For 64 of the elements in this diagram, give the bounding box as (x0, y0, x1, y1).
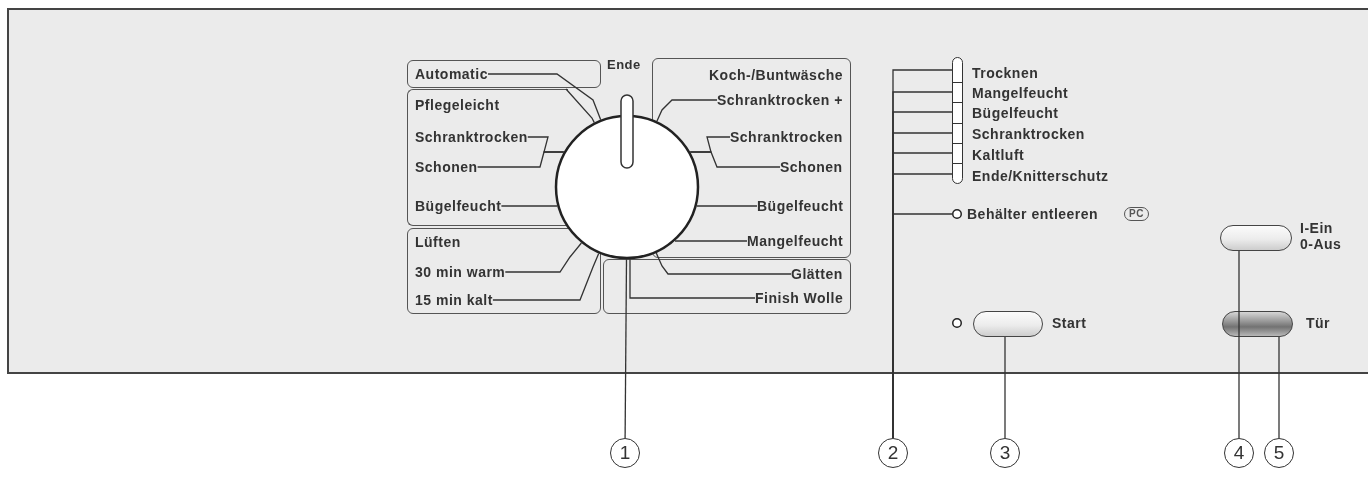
indicator-label: Schranktrocken (972, 126, 1085, 142)
callout-number: 4 (1224, 438, 1254, 468)
program-label: Mangelfeucht (747, 233, 844, 249)
indicator-light (952, 102, 963, 125)
indicator-label: Mangelfeucht (972, 85, 1069, 101)
program-label: Schranktrocken (415, 129, 528, 145)
indicator-label: Kaltluft (972, 147, 1025, 163)
program-group-box (652, 58, 851, 258)
indicator-light (952, 82, 963, 104)
indicator-light (952, 163, 963, 184)
button-label: I-Ein (1300, 220, 1333, 236)
leader-line (624, 258, 628, 439)
program-label: Schonen (415, 159, 478, 175)
program-label: Schonen (780, 159, 843, 175)
leader-line (656, 99, 718, 122)
leader-line (500, 205, 558, 207)
callout-number: 5 (1264, 438, 1294, 468)
door-button (1222, 311, 1293, 337)
button-label: 0-Aus (1300, 236, 1342, 252)
program-group-box (603, 259, 851, 314)
leader-line (674, 240, 748, 242)
indicator-label: Bügelfeucht (972, 105, 1059, 121)
program-label: Lüften (415, 234, 461, 250)
indicator-label: Behälter entleeren (967, 206, 1099, 222)
program-group-box (407, 60, 601, 88)
leader-line (655, 252, 792, 275)
start-button (973, 311, 1043, 337)
control-panel (7, 8, 1368, 374)
leader-line (504, 242, 583, 273)
program-label: Bügelfeucht (415, 198, 502, 214)
program-selector-dial (553, 93, 701, 261)
dial-position-label: Ende (607, 57, 641, 73)
leader-line (1238, 250, 1240, 439)
button-label: Tür (1306, 315, 1331, 331)
callout-number: 1 (610, 438, 640, 468)
program-label: Pflegeleicht (415, 97, 500, 113)
callout-number: 2 (878, 438, 908, 468)
indicator-light (952, 123, 963, 145)
button-label: Start (1052, 315, 1087, 331)
indicator-label: Trocknen (972, 65, 1039, 81)
leader-line (1278, 336, 1280, 439)
leader-line (565, 88, 595, 124)
program-label: Glätten (791, 266, 843, 282)
callout-number: 3 (990, 438, 1020, 468)
program-label: Schranktrocken + (717, 92, 843, 108)
program-label: Bügelfeucht (757, 198, 844, 214)
program-label: Koch-/Buntwäsche (709, 67, 843, 83)
leader-line (492, 252, 600, 301)
program-label: 15 min kalt (415, 292, 493, 308)
program-label: Schranktrocken (730, 129, 843, 145)
leader-line (476, 151, 565, 168)
program-label: Finish Wolle (755, 290, 844, 306)
leader-line (629, 258, 756, 299)
program-label: Automatic (415, 66, 488, 82)
leader-line (689, 151, 781, 168)
power-button (1220, 225, 1292, 251)
indicator-light (952, 143, 963, 165)
indicator-label: Ende/Knitterschutz (972, 168, 1109, 184)
leader-line (1004, 336, 1006, 439)
program-label: 30 min warm (415, 264, 506, 280)
leader-line (487, 73, 602, 121)
indicator-light (952, 209, 962, 219)
leader-line (696, 205, 758, 207)
indicator-light (952, 57, 963, 84)
